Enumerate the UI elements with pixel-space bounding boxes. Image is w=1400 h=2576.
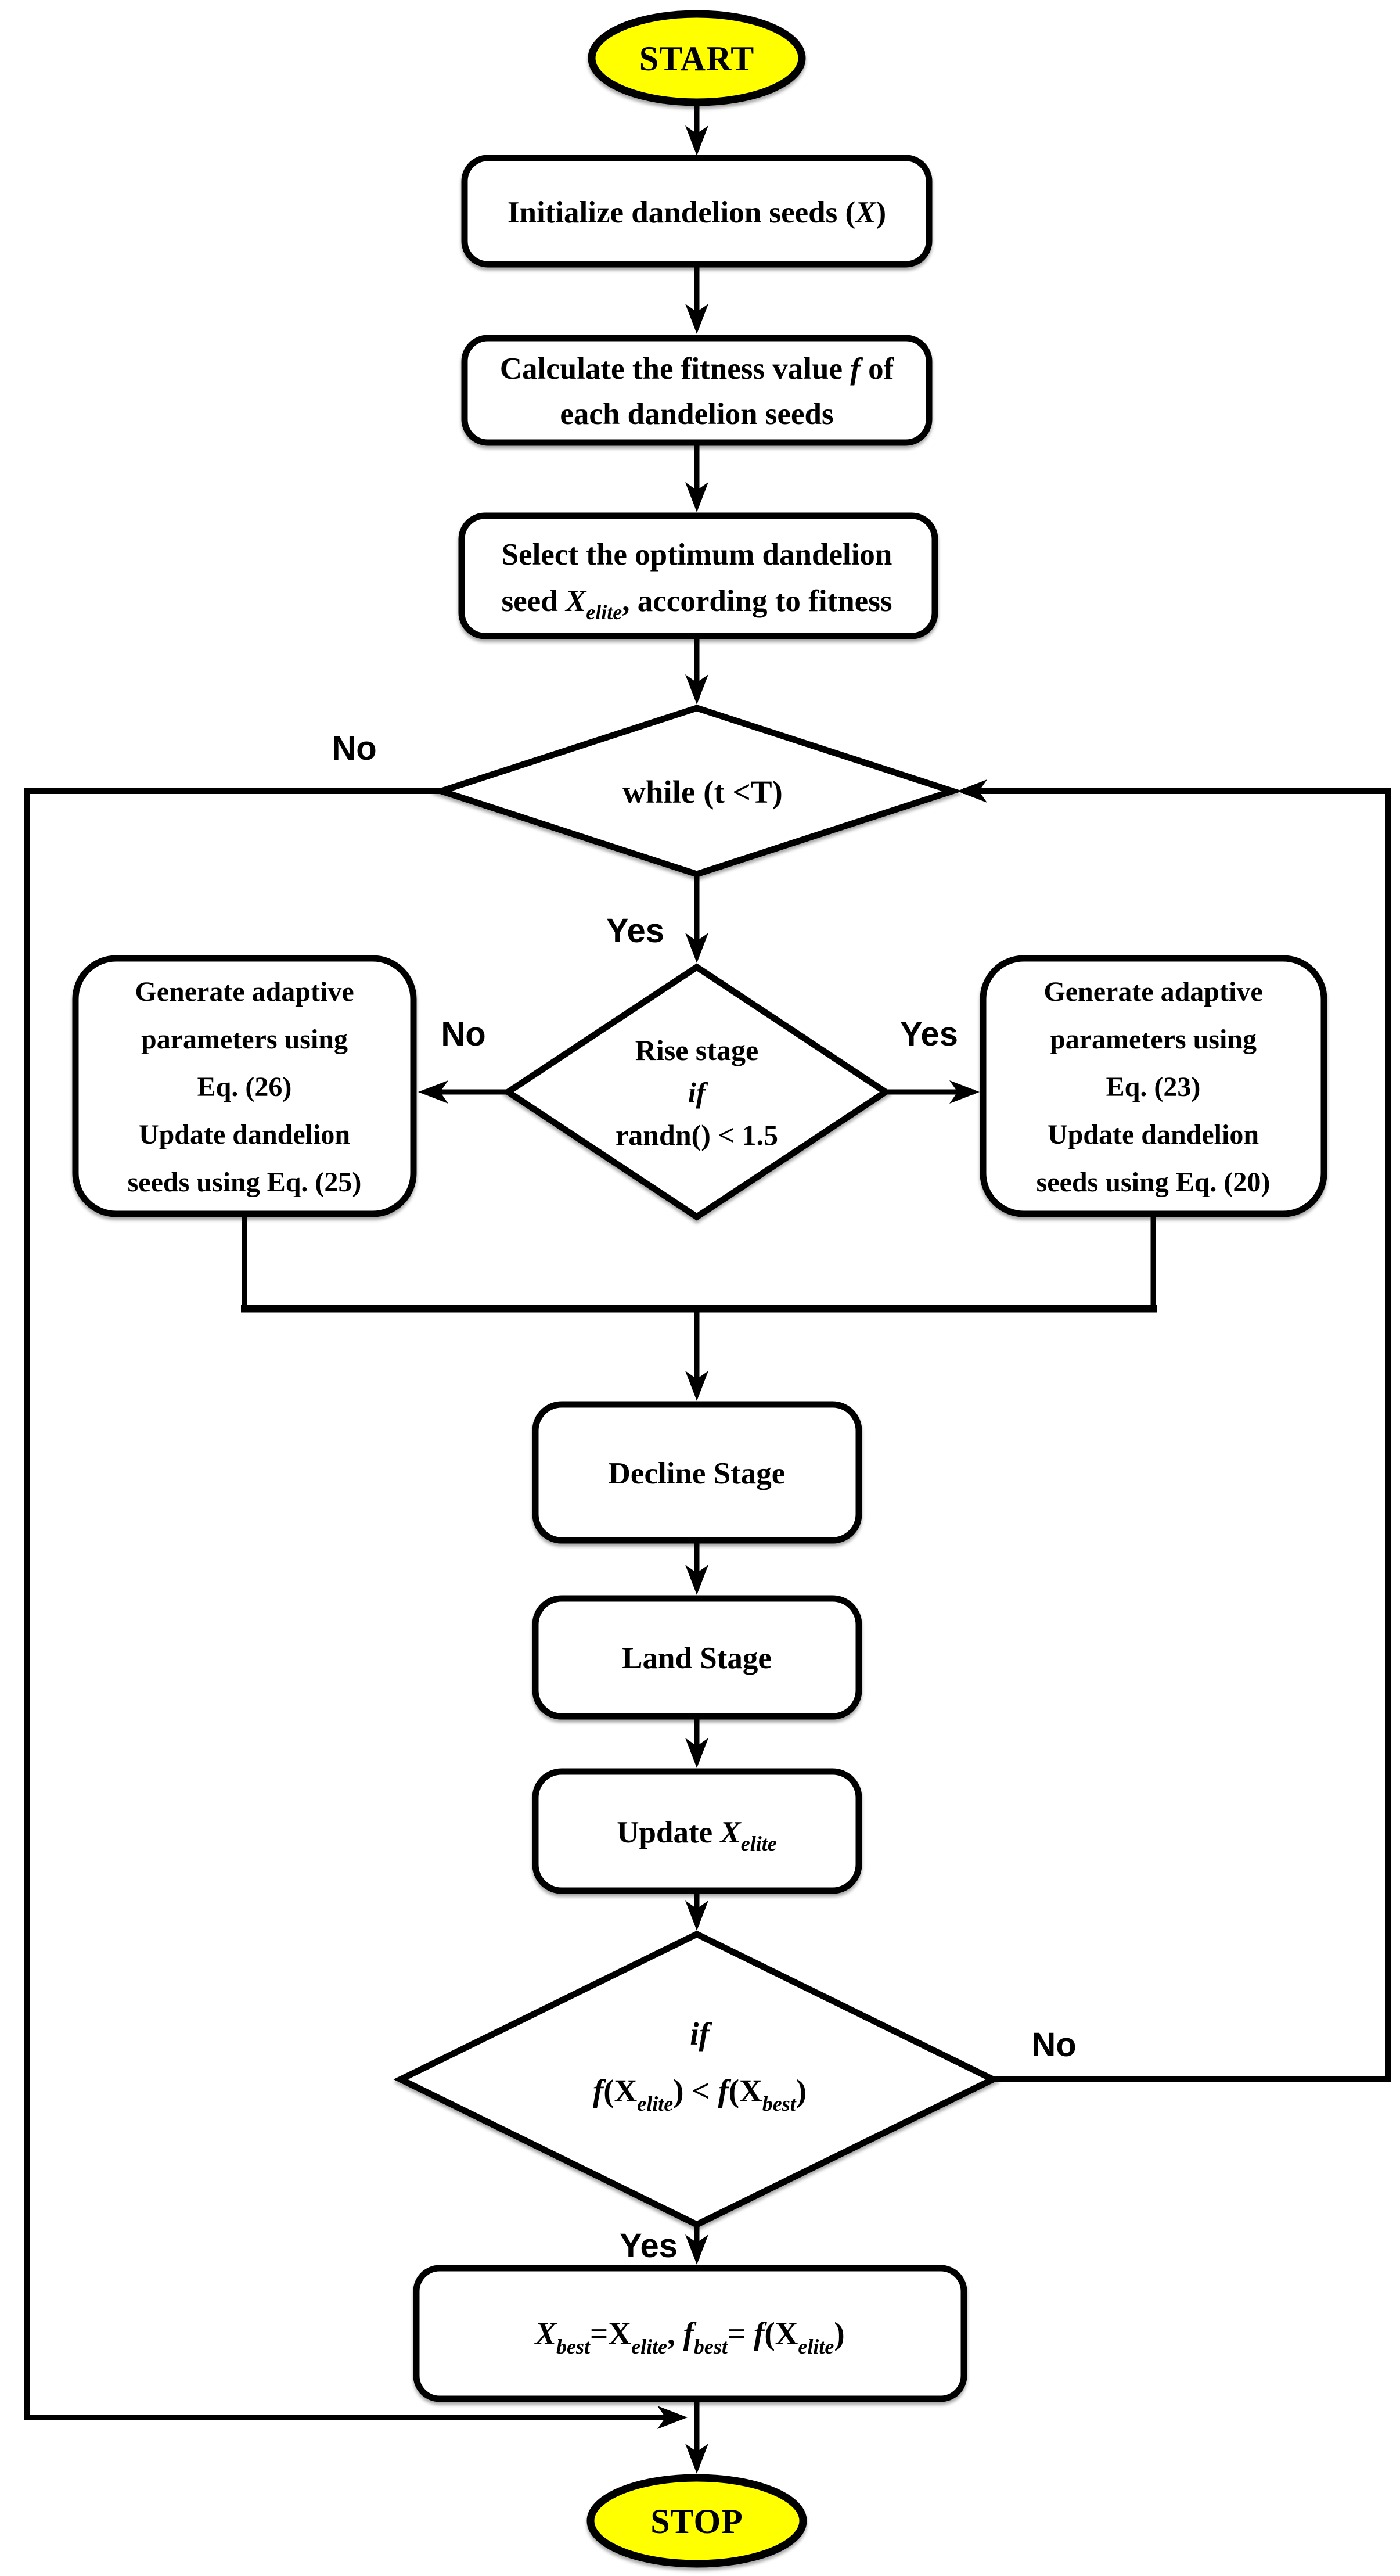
rise-decision-label-line3: randn() < 1.5 — [616, 1119, 778, 1151]
land-stage-label: Land Stage — [622, 1641, 772, 1675]
no-branch-line1: Generate adaptive — [135, 976, 354, 1007]
yes-branch-box: Generate adaptive parameters using Eq. (… — [980, 955, 1327, 1217]
assign-best-label: Xbest=Xelite, fbest= f(Xelite) — [534, 2316, 844, 2358]
while-condition-label: while (t <T) — [622, 774, 783, 810]
no-label-rise: No — [441, 1015, 485, 1053]
calculate-rect — [461, 335, 933, 446]
yes-label-rise: Yes — [900, 1015, 958, 1053]
fitness-decision-label-line2: f(Xelite) < f(Xbest) — [593, 2073, 807, 2115]
no-branch-rect — [72, 955, 417, 1217]
no-branch-line4: Update dandelion — [139, 1119, 350, 1150]
no-branch-line5: seeds using Eq. (25) — [128, 1167, 362, 1198]
start-ellipse — [588, 10, 806, 106]
while-diamond: while (t <T) — [431, 705, 963, 878]
fitness-decision-shape — [393, 1930, 1000, 2229]
assign-best-box: Xbest=Xelite, fbest= f(Xelite) — [413, 2265, 967, 2402]
branch-labels: No Yes No Yes No Yes — [332, 730, 1076, 2265]
stop-label: STOP — [650, 2502, 743, 2541]
calculate-label-line1: Calculate the fitness value f of — [500, 352, 895, 386]
no-label-fitness: No — [1031, 2026, 1076, 2064]
yes-branch-line1: Generate adaptive — [1043, 976, 1262, 1007]
update-elite-label: Update Xelite — [617, 1816, 777, 1855]
update-elite-box: Update Xelite — [532, 1768, 862, 1894]
yes-label-while: Yes — [606, 912, 664, 950]
decline-stage-box: Decline Stage — [532, 1401, 862, 1544]
land-stage-box: Land Stage — [532, 1595, 862, 1720]
edge-fitness-no-loop — [957, 779, 1391, 2082]
select-label-line1: Select the optimum dandelion — [502, 538, 892, 572]
rise-decision-shape — [502, 963, 891, 1221]
yes-branch-line4: Update dandelion — [1048, 1119, 1259, 1150]
yes-branch-line5: seeds using Eq. (20) — [1036, 1167, 1271, 1198]
rise-decision-label-line2: if — [688, 1076, 708, 1109]
no-branch-line3: Eq. (26) — [197, 1072, 292, 1102]
update-elite-rect — [532, 1768, 862, 1894]
edge-while-no-loop — [24, 788, 688, 2429]
yes-branch-line2: parameters using — [1050, 1024, 1257, 1055]
initialize-rect — [461, 155, 933, 268]
initialize-box: Initialize dandelion seeds (X) — [461, 155, 933, 268]
initialize-label: Initialize dandelion seeds (X) — [508, 196, 886, 229]
select-rect — [458, 512, 938, 639]
decline-stage-label: Decline Stage — [609, 1457, 786, 1490]
assign-best-rect — [413, 2265, 967, 2402]
rise-decision-label-line1: Rise stage — [635, 1034, 758, 1066]
start-terminal: START — [588, 10, 806, 106]
decline-stage-rect — [532, 1401, 862, 1544]
stop-ellipse — [586, 2474, 807, 2568]
calculate-box: Calculate the fitness value f of each da… — [461, 335, 933, 446]
yes-label-fitness: Yes — [620, 2227, 678, 2265]
select-label-line2: seed Xelite, according to fitness — [502, 584, 892, 624]
no-label-while: No — [332, 730, 376, 767]
edges — [24, 103, 1391, 2474]
while-shape — [431, 705, 963, 878]
land-stage-rect — [532, 1595, 862, 1720]
fitness-decision-label-line1: if — [690, 2016, 712, 2052]
stop-terminal: STOP — [586, 2474, 807, 2568]
yes-branch-rect — [980, 955, 1327, 1217]
rise-decision-diamond: Rise stage if randn() < 1.5 — [502, 963, 891, 1221]
select-box: Select the optimum dandelion seed Xelite… — [458, 512, 938, 639]
start-label: START — [639, 39, 755, 78]
no-branch-box: Generate adaptive parameters using Eq. (… — [72, 955, 417, 1217]
no-branch-line2: parameters using — [141, 1024, 348, 1055]
fitness-decision-diamond: if f(Xelite) < f(Xbest) — [393, 1930, 1000, 2229]
calculate-label-line2: each dandelion seeds — [560, 397, 833, 431]
yes-branch-line3: Eq. (23) — [1106, 1072, 1201, 1102]
